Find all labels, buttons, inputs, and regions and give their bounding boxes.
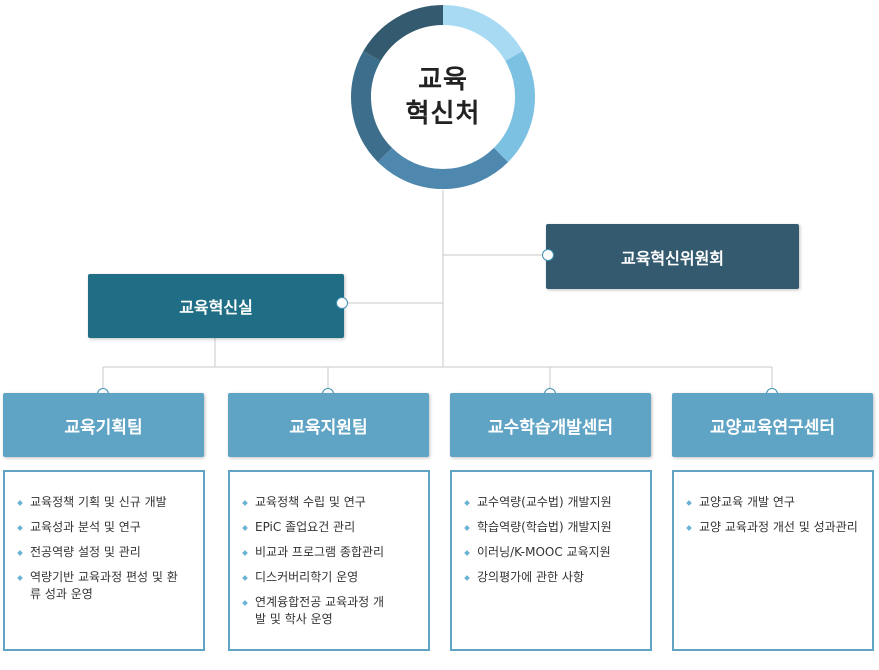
duty-item: 교양교육 개발 연구 (686, 494, 862, 511)
duty-item: 교육정책 수립 및 연구 (242, 494, 418, 511)
team-box-liberal-arts-center: 교양교육연구센터 (672, 393, 873, 457)
hub-title-line2: 혁신처 (405, 99, 481, 129)
ring-segment (377, 147, 509, 190)
duty-item: 교양 교육과정 개선 및 성과관리 (686, 519, 862, 536)
duty-item: 교수역량(교수법) 개발지원 (464, 494, 640, 511)
team-box-teaching-center: 교수학습개발센터 (450, 393, 651, 457)
committee-connector-dot (542, 249, 554, 261)
team-box-planning: 교육기획팀 (3, 393, 204, 457)
duty-item: EPiC 졸업요건 관리 (242, 519, 418, 536)
ring-segment (363, 5, 444, 62)
duty-item: 학습역량(학습법) 개발지원 (464, 519, 640, 536)
duty-item: 연계융합전공 교육과정 개발 및 학사 운영 (242, 594, 395, 628)
hub-title: 교육 혁신처 (350, 4, 536, 190)
duty-list: 교육정책 기획 및 신규 개발 교육성과 분석 및 연구 전공역량 설정 및 관… (17, 494, 193, 603)
hub-title-line1: 교육 (418, 65, 468, 95)
duty-list: 교수역량(교수법) 개발지원 학습역량(학습법) 개발지원 이러닝/K-MOOC… (464, 494, 640, 586)
duty-item: 역량기반 교육과정 편성 및 환류 성과 운영 (17, 569, 180, 603)
duty-item: 전공역량 설정 및 관리 (17, 544, 193, 561)
hub-ring (351, 5, 535, 190)
team-duties-panel-teaching-center: 교수역량(교수법) 개발지원 학습역량(학습법) 개발지원 이러닝/K-MOOC… (450, 470, 652, 651)
duty-item: 디스커버리학기 운영 (242, 569, 418, 586)
ring-segment (493, 51, 535, 163)
duty-item: 비교과 프로그램 종합관리 (242, 544, 418, 561)
ring-segment (442, 5, 523, 62)
committee-box: 교육혁신위원회 (546, 224, 799, 289)
duty-list: 교양교육 개발 연구 교양 교육과정 개선 및 성과관리 (686, 494, 862, 536)
office-box: 교육혁신실 (88, 274, 344, 338)
office-connector-dot (336, 297, 348, 309)
team-duties-panel-support: 교육정책 수립 및 연구 EPiC 졸업요건 관리 비교과 프로그램 종합관리 … (228, 470, 430, 651)
duty-item: 이러닝/K-MOOC 교육지원 (464, 544, 640, 561)
team-duties-panel-planning: 교육정책 기획 및 신규 개발 교육성과 분석 및 연구 전공역량 설정 및 관… (3, 470, 205, 651)
duty-item: 교육성과 분석 및 연구 (17, 519, 193, 536)
duty-list: 교육정책 수립 및 연구 EPiC 졸업요건 관리 비교과 프로그램 종합관리 … (242, 494, 418, 628)
duty-item: 강의평가에 관한 사항 (464, 569, 640, 586)
duty-item: 교육정책 기획 및 신규 개발 (17, 494, 193, 511)
team-box-support: 교육지원팀 (228, 393, 429, 457)
hub-circle: 교육 혁신처 (350, 4, 536, 190)
team-duties-panel-liberal-arts-center: 교양교육 개발 연구 교양 교육과정 개선 및 성과관리 (672, 470, 874, 651)
ring-segment (351, 51, 393, 163)
